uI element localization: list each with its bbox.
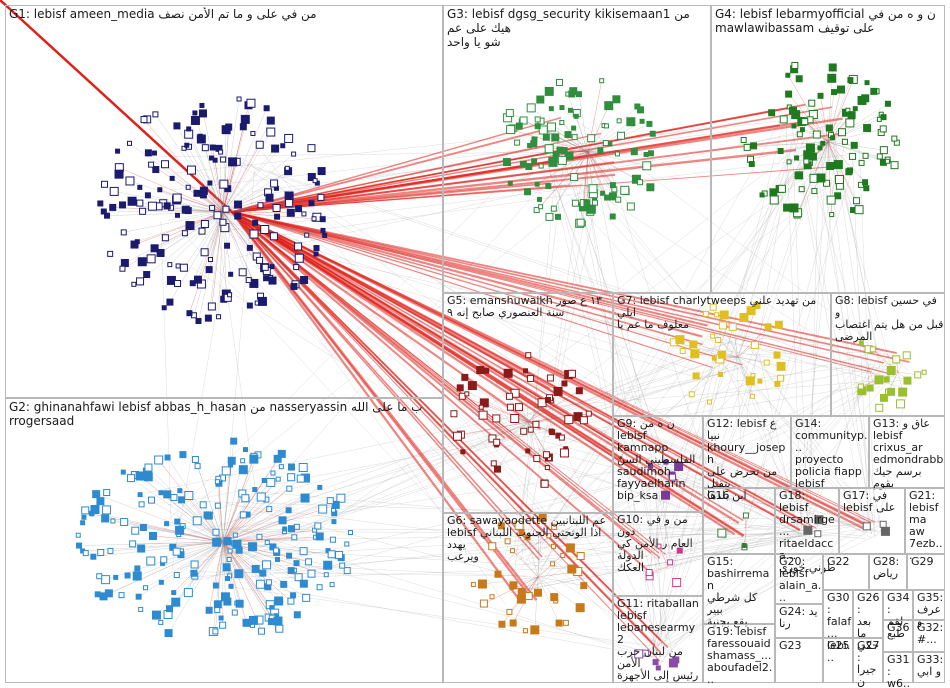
group-box-g21: G21: lebisf ma aw 7ezb... [905, 488, 945, 554]
group-label-g8: G8: lebisf في حسين و قبل من هل يتم اغتصا… [835, 295, 944, 343]
group-box-g19: G19: lebisf faressouaid shamass_... abou… [703, 624, 775, 683]
group-box-g2: G2: ghinanahfawi lebisf abbas_h_hasan من… [5, 398, 443, 683]
group-label-g24: G24: يد رنا [779, 606, 818, 630]
group-label-g1: G1: lebisf ameen_media من في على و ما تم… [9, 7, 317, 21]
group-box-g22: G22 [823, 554, 869, 590]
group-box-g23: G23 [775, 638, 823, 683]
group-label-g27: G27: جيران و [857, 640, 882, 688]
group-label-g5: G5: emanshuwaikh ١٣ ع صور سنة العنصوري ص… [447, 295, 602, 319]
group-box-g6: G6: sawayaodette عم اللبنانيين lebisf اذ… [443, 513, 613, 683]
group-box-g27: G27: جيران و [853, 638, 883, 683]
group-label-g22: G22 [827, 556, 850, 568]
group-box-g28: G28: رياض [869, 554, 907, 590]
group-box-g9: G9: ن ه من lebisf kamnapp الفلسطيني السن… [613, 416, 703, 512]
group-label-g25: G25 [827, 640, 850, 652]
group-label-g9: G9: ن ه من lebisf kamnapp الفلسطيني السن… [617, 418, 702, 502]
group-label-g14: G14: communityp... proyecto policia fiap… [795, 418, 868, 490]
group-box-g13: G13: عاق و lebisf crixus_ar edmondrabb ب… [869, 416, 945, 488]
group-box-g34: G34: لقم طبع [883, 590, 913, 620]
group-box-g1: G1: lebisf ameen_media من في على و ما تم… [5, 5, 443, 398]
group-box-g12: G12: lebisf ع نبيا khoury__joseph من تحر… [703, 416, 791, 488]
group-box-g7: G7: lebisf charlytweeps من تهديد علني اي… [613, 293, 831, 416]
group-box-g11: G11: ritaballan lebisf lebanesearmy2 من … [613, 596, 703, 683]
group-label-g16: G16 [707, 490, 730, 502]
group-box-g18: G18: lebisf drsamirge... ritaeldacca... … [775, 488, 839, 554]
group-box-g10: G10: من و في دون العام ر الأمن كي الدولة… [613, 512, 703, 596]
group-box-g5: G5: emanshuwaikh ١٣ ع صور سنة العنصوري ص… [443, 293, 613, 513]
group-box-g24: G24: يد رنا [775, 604, 823, 638]
group-label-g21: G21: lebisf ma aw 7ezb... [909, 490, 944, 562]
group-label-g13: G13: عاق و lebisf crixus_ar edmondrabb ب… [873, 418, 944, 490]
group-label-g11: G11: ritaballan lebisf lebanesearmy2 من … [617, 598, 702, 682]
group-label-g36: G36 [887, 622, 910, 634]
group-label-g31: G31: w6... [887, 654, 912, 688]
group-box-g26: G26: بعد ما حكي [853, 590, 883, 638]
group-box-g8: G8: lebisf في حسين و قبل من هل يتم اغتصا… [831, 293, 945, 416]
group-box-g16: G16 [703, 488, 775, 554]
group-box-g36: G36 [883, 620, 913, 652]
group-label-g29: G29 [911, 556, 934, 568]
group-label-g10: G10: من و في دون العام ر الأمن كي الدولة… [617, 514, 702, 574]
group-box-g4: G4: lebisf lebarmyofficial ن و ه من في m… [711, 5, 945, 293]
group-label-g3: G3: lebisf dgsg_security kikisemaan1 من … [447, 7, 710, 49]
group-label-g33: G33: و ابي [917, 654, 943, 678]
group-label-g15: G15: bashirreman كل شرطي بيير يقع بجنية [707, 556, 774, 628]
group-box-g15: G15: bashirreman كل شرطي بيير يقع بجنية [703, 554, 775, 624]
group-box-g31: G31: w6... [883, 652, 913, 683]
group-label-g19: G19: lebisf faressouaid shamass_... abou… [707, 626, 774, 686]
group-box-g3: G3: lebisf dgsg_security kikisemaan1 من … [443, 5, 711, 293]
group-box-g32: G32: #... [913, 620, 945, 652]
group-label-g23: G23 [779, 640, 802, 652]
group-label-g2: G2: ghinanahfawi lebisf abbas_h_hasan من… [9, 400, 442, 428]
group-box-g33: G33: و ابي [913, 652, 945, 683]
group-label-g7: G7: lebisf charlytweeps من تهديد علني اي… [617, 295, 830, 331]
group-label-g6: G6: sawayaodette عم اللبنانيين lebisf اذ… [447, 515, 612, 563]
group-box-g14: G14: communityp... proyecto policia fiap… [791, 416, 869, 488]
group-box-g20: G20: lebisf alain_a... [775, 554, 823, 604]
group-label-g28: G28: رياض [873, 556, 899, 580]
group-box-g30: G30: falaf... lebi... [823, 590, 853, 638]
group-label-g17: G17: في lebisf على [843, 490, 895, 514]
group-box-g35: G35: عرف و [913, 590, 945, 620]
group-label-g32: G32: #... [917, 622, 943, 646]
group-label-g20: G20: lebisf alain_a... [779, 556, 822, 604]
group-box-g17: G17: في lebisf على [839, 488, 905, 554]
group-box-g25: G25 [823, 638, 853, 683]
group-label-g4: G4: lebisf lebarmyofficial ن و ه من في m… [715, 7, 936, 35]
group-box-g29: G29 [907, 554, 945, 590]
